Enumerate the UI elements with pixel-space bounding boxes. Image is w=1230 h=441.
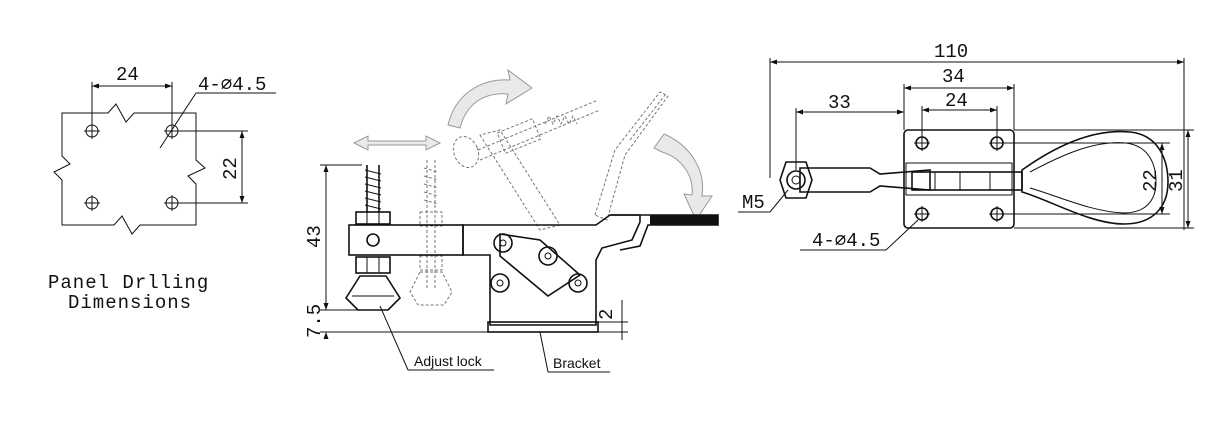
- top-dim-total: 110: [934, 41, 968, 63]
- top-dim-33: 33: [828, 92, 851, 114]
- handle-grip: [1021, 130, 1169, 225]
- panel-hole: [164, 195, 180, 211]
- side-dim-base: 7.5: [304, 304, 326, 338]
- panel-hole: [164, 123, 180, 139]
- top-dim-31: 31: [1166, 169, 1188, 192]
- mount-hole: [914, 206, 930, 222]
- panel-caption-line1: Panel Drlling: [48, 272, 209, 294]
- label-adjust-lock: Adjust lock: [414, 353, 483, 369]
- side-view-diagram: 43 7.5 2 Adjust lock Bracket: [304, 68, 719, 373]
- panel-hole-note: 4-∅4.5: [198, 74, 266, 96]
- top-view-diagram: 110 34 24 33 22 31 M5: [738, 41, 1194, 252]
- mounting-plate: [903, 129, 1015, 229]
- panel-drilling-diagram: 24 22 4-∅4.5 Panel Drlling Dimensions: [48, 64, 276, 314]
- top-dim-34: 34: [942, 66, 965, 88]
- rotate-arrow-icon: [653, 133, 713, 222]
- panel-hole: [84, 195, 100, 211]
- mount-hole: [989, 135, 1005, 151]
- top-hole-note: 4-∅4.5: [812, 230, 880, 252]
- label-bracket: Bracket: [553, 355, 601, 371]
- top-thread-label: M5: [742, 192, 765, 214]
- panel-plate-outline: [53, 103, 206, 235]
- pivot-pin: [538, 246, 558, 266]
- clamp-side-solid: [344, 165, 719, 333]
- double-arrow-icon: [352, 135, 442, 151]
- top-dim-22: 22: [1140, 169, 1162, 192]
- panel-dim-horizontal: 24: [116, 64, 139, 86]
- panel-caption-line2: Dimensions: [68, 292, 192, 314]
- ghost-open-positions: [352, 68, 713, 306]
- mount-hole: [989, 206, 1005, 222]
- panel-dim-vertical: 22: [220, 157, 242, 180]
- pivot-pin: [568, 273, 588, 293]
- panel-hole: [84, 123, 100, 139]
- rotate-arrow-icon: [447, 68, 533, 129]
- pivot-pin: [493, 233, 513, 253]
- side-dim-height: 43: [304, 225, 326, 248]
- pivot-pin: [490, 273, 510, 293]
- top-dim-24: 24: [945, 90, 968, 112]
- hex-nut: [779, 161, 813, 199]
- side-dim-thickness: 2: [596, 309, 618, 320]
- mount-hole: [914, 135, 930, 151]
